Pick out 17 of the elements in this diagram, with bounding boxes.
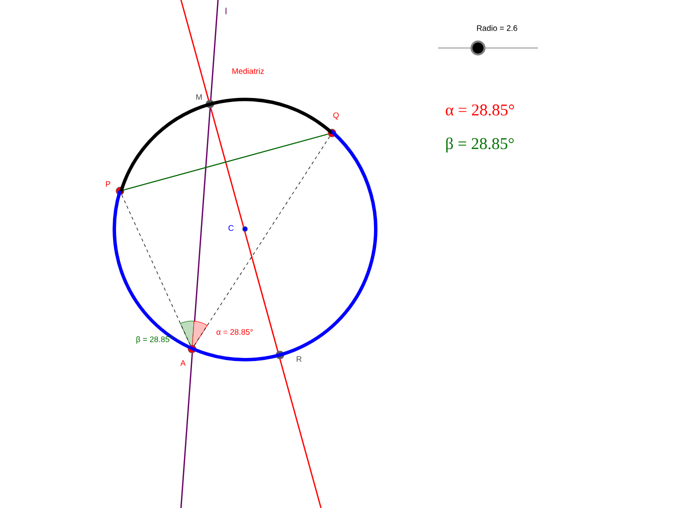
point-label: A xyxy=(180,360,186,366)
angle-label: β = 28.85° xyxy=(136,336,172,344)
slider-label: Radio = 2.6 xyxy=(477,25,518,31)
point-label: M xyxy=(196,94,202,100)
dashed-segment xyxy=(194,136,330,346)
line-label: Mediatriz xyxy=(232,68,264,74)
point-label: R xyxy=(296,356,302,362)
angle-label: α = 28.85° xyxy=(216,329,253,335)
point-label: P xyxy=(106,181,110,187)
arc xyxy=(118,98,334,194)
angle-label: α = 28.85° xyxy=(446,104,514,116)
arc xyxy=(112,130,378,362)
point-label: Q xyxy=(333,112,339,120)
angle-label: β = 28.85° xyxy=(446,137,514,153)
point-label: C xyxy=(228,225,234,231)
dashed-segment xyxy=(121,194,191,346)
chord xyxy=(124,134,328,190)
